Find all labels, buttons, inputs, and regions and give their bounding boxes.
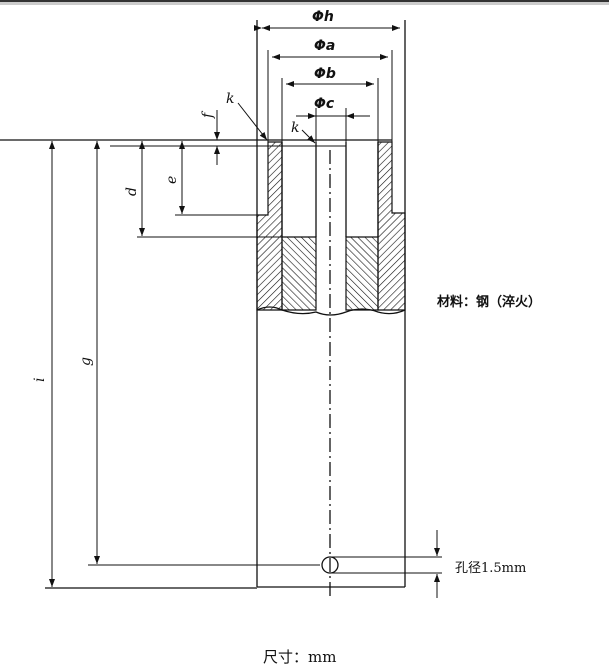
dim-phi-c: Φc	[314, 96, 335, 112]
hole-diameter-note: 孔径1.5mm	[455, 561, 527, 576]
hatched-section	[256, 141, 406, 316]
dim-d: d	[124, 187, 140, 196]
material-note: 材料：钢（淬火）	[437, 295, 542, 310]
dim-f: f	[200, 110, 216, 119]
part-outline	[256, 20, 406, 600]
dim-k-inner: k	[291, 120, 299, 136]
dim-phi-h: Φh	[312, 9, 334, 25]
dim-i: i	[32, 378, 48, 382]
dim-e: e	[164, 176, 180, 184]
dim-k-outer: k	[226, 91, 234, 107]
units-note: 尺寸：mm	[263, 648, 337, 666]
dim-g: g	[78, 357, 94, 366]
dim-phi-a: Φa	[314, 38, 335, 54]
window-top-border	[0, 0, 609, 5]
dim-phi-b: Φb	[314, 66, 336, 82]
